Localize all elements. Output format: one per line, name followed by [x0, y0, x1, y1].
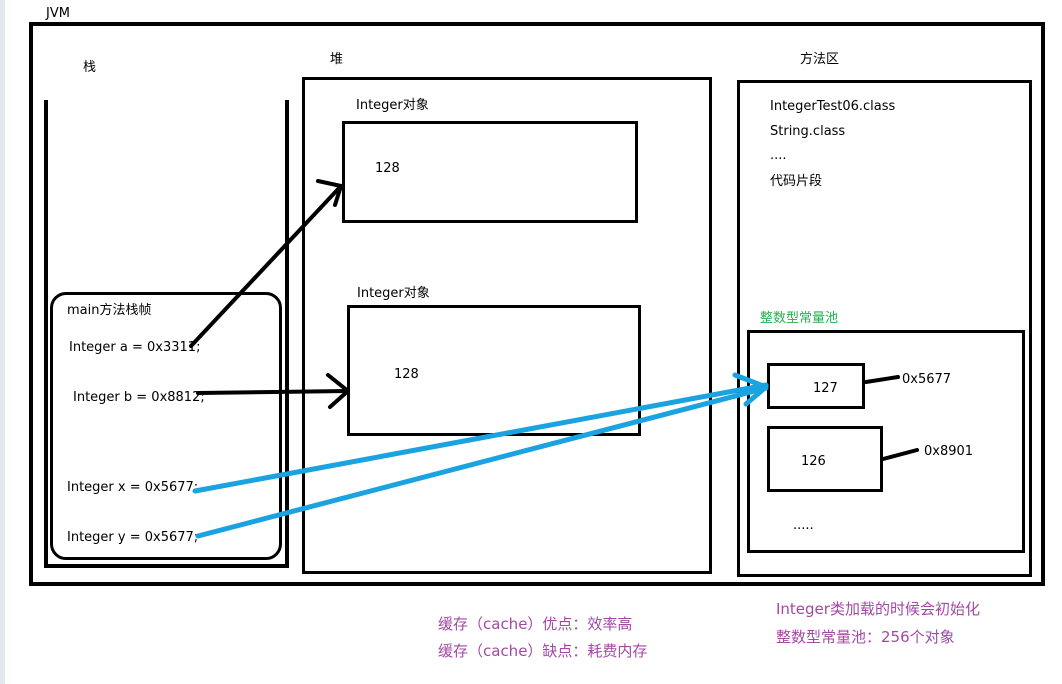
pool-entry-127-address: 0x5677 — [902, 372, 952, 387]
pool-entry-126-address: 0x8901 — [924, 444, 974, 459]
heap-box — [302, 77, 712, 574]
note-cache-pro: 缓存（cache）优点：效率高 — [438, 615, 633, 633]
heap-object-1 — [342, 121, 638, 223]
arrow-a-to-heap-object-1 — [189, 184, 343, 348]
pool-entry-127 — [767, 363, 865, 409]
method-item-3: .... — [770, 148, 787, 163]
pool-entry-126-value: 126 — [801, 454, 826, 469]
stack-left-wall — [44, 100, 48, 568]
method-item-1: IntegerTest06.class — [770, 99, 896, 114]
method-area-box — [737, 80, 1032, 577]
constant-pool-label: 整数型常量池 — [760, 311, 839, 326]
arrow-b-to-heap-object-2 — [196, 389, 350, 395]
method-area-label: 方法区 — [800, 52, 840, 67]
main-stack-frame — [50, 292, 282, 560]
arrow-x-to-pool-127 — [192, 382, 769, 494]
window-edge — [0, 0, 5, 684]
heap-object-2-label: Integer对象 — [357, 286, 430, 301]
arrow-b-head — [326, 373, 350, 409]
heap-label: 堆 — [330, 52, 344, 67]
jvm-box — [29, 22, 1045, 586]
arrow-pool-head — [732, 372, 769, 407]
main-frame-label: main方法栈帧 — [67, 303, 152, 318]
var-x: Integer x = 0x5677; — [67, 480, 199, 495]
method-item-2: String.class — [770, 124, 846, 139]
connector-127-address — [864, 375, 900, 384]
note-cache-con: 缓存（cache）缺点：耗费内存 — [438, 642, 648, 660]
constant-pool-box — [747, 330, 1025, 553]
note-class-load: Integer类加载的时候会初始化整数型常量池：256个对象 — [776, 600, 980, 646]
arrow-a-head — [316, 179, 343, 207]
stack-bottom — [44, 564, 289, 568]
connector-126-address — [881, 448, 919, 461]
arrow-y-to-pool-127 — [195, 385, 769, 539]
var-y: Integer y = 0x5677; — [67, 530, 199, 545]
heap-object-1-label: Integer对象 — [356, 98, 429, 113]
heap-object-2-value: 128 — [394, 367, 419, 382]
stack-right-wall — [285, 100, 289, 568]
jvm-label: JVM — [46, 6, 70, 21]
pool-ellipsis: ..... — [793, 518, 814, 533]
pool-entry-127-value: 127 — [813, 381, 838, 396]
stack-label: 栈 — [83, 60, 97, 75]
var-a: Integer a = 0x3311; — [69, 340, 201, 355]
method-item-4: 代码片段 — [770, 174, 823, 189]
var-b: Integer b = 0x8812; — [73, 390, 205, 405]
heap-object-1-value: 128 — [375, 161, 400, 176]
